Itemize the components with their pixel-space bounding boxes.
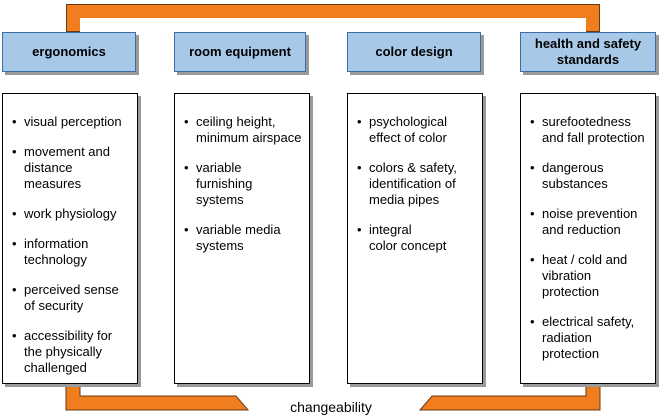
- list-item: surefootedness and fall protection: [530, 114, 649, 146]
- list-item: dangerous substances: [530, 160, 649, 192]
- list-item: colors & safety, identification of media…: [357, 160, 476, 208]
- header-room-equipment: room equipment: [174, 32, 306, 72]
- ergonomics-list: visual perception movement and distance …: [12, 114, 131, 376]
- list-item: visual perception: [12, 114, 131, 130]
- list-item: information technology: [12, 236, 131, 268]
- list-item: heat / cold and vibration protection: [530, 252, 649, 300]
- list-item: electrical safety, radiation protection: [530, 314, 649, 362]
- column-ergonomics: visual perception movement and distance …: [2, 93, 138, 384]
- room-equipment-list: ceiling height, minimum airspace variabl…: [184, 114, 303, 254]
- list-item: work physiology: [12, 206, 131, 222]
- header-color-design: color design: [347, 32, 481, 72]
- list-item: variable furnishing systems: [184, 160, 303, 208]
- health-and-safety-list: surefootedness and fall protection dange…: [530, 114, 649, 362]
- changeability-label: changeability: [290, 399, 372, 415]
- column-color-design: psychological effect of color colors & s…: [347, 93, 483, 384]
- header-ergonomics: ergonomics: [2, 32, 136, 72]
- list-item: ceiling height, minimum airspace: [184, 114, 303, 146]
- header-health-and-safety-standards: health and safety standards: [520, 32, 656, 72]
- list-item: variable media systems: [184, 222, 303, 254]
- color-design-list: psychological effect of color colors & s…: [357, 114, 476, 254]
- list-item: perceived sense of security: [12, 282, 131, 314]
- column-room-equipment: ceiling height, minimum airspace variabl…: [174, 93, 310, 384]
- list-item: movement and distance measures: [12, 144, 131, 192]
- list-item: accessibility for the physically challen…: [12, 328, 131, 376]
- list-item: psychological effect of color: [357, 114, 476, 146]
- list-item: integral color concept: [357, 222, 476, 254]
- column-health-and-safety: surefootedness and fall protection dange…: [520, 93, 656, 384]
- list-item: noise prevention and reduction: [530, 206, 649, 238]
